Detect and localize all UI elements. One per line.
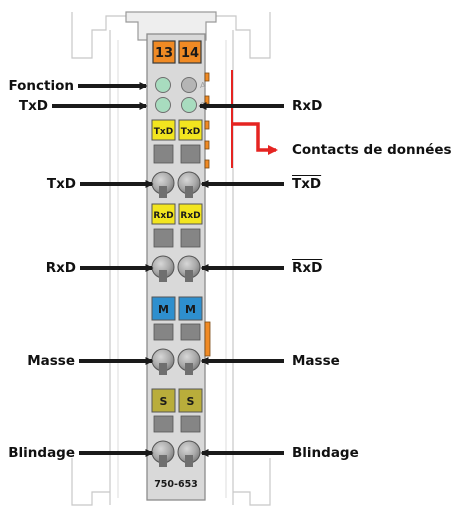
label-shield-right: Blindage <box>292 445 359 461</box>
label-rxd-inverted: RxD <box>292 260 323 276</box>
label-txd-inverted: TxD <box>292 176 322 192</box>
label-ground-left: Masse <box>27 353 75 369</box>
left-arrows <box>52 82 154 457</box>
led-function <box>155 77 171 93</box>
shield-marker-label-1: S <box>160 395 168 408</box>
label-txd-led: TxD <box>18 98 48 114</box>
txd-marker-2: TxD <box>181 127 200 137</box>
shield-marker-1 <box>151 388 176 413</box>
masse-release-slot-2 <box>180 323 201 341</box>
txd-marker-1: TxD <box>154 127 173 137</box>
led-rxd <box>181 97 197 113</box>
txd-release-slot-1 <box>153 144 174 164</box>
label-data-contacts: Contacts de données <box>292 142 452 158</box>
rxd-release-slot-1 <box>153 228 174 248</box>
masse-release-slot-1 <box>153 323 174 341</box>
label-txd: TxD <box>46 176 76 192</box>
shield-marker-label-2: S <box>187 395 195 408</box>
right-arrows <box>198 102 284 457</box>
label-shield-left: Blindage <box>8 445 75 461</box>
data-contacts-indicator <box>231 70 278 168</box>
label-ground-right: Masse <box>292 353 340 369</box>
masse-marker-label-2: M <box>185 303 196 316</box>
rxd-marker-1: RxD <box>153 211 173 221</box>
rxd-release-slot-2 <box>180 228 201 248</box>
label-rxd-led: RxD <box>292 98 323 114</box>
label-function: Fonction <box>8 78 74 94</box>
shield-marker-2 <box>178 388 203 413</box>
module-model-number: 750-653 <box>154 479 198 490</box>
masse-marker-label-1: M <box>158 303 169 316</box>
led-txd <box>155 97 171 113</box>
shield-release-slot-1 <box>153 415 174 433</box>
rxd-marker-2: RxD <box>180 211 200 221</box>
screw-terminals-txd <box>151 171 201 198</box>
power-jumper-contact <box>204 321 211 357</box>
screw-terminals-masse <box>151 348 201 375</box>
rxd-marker-row <box>151 203 203 225</box>
led-status-grey <box>181 77 197 93</box>
screw-terminals-rxd <box>151 255 201 282</box>
module-top-clip <box>125 11 217 41</box>
txd-marker-row <box>151 119 203 141</box>
masse-marker-1 <box>151 296 176 321</box>
led-label-a: A <box>200 81 206 90</box>
label-rxd: RxD <box>45 260 76 276</box>
txd-release-slot-2 <box>180 144 201 164</box>
terminal-13-label: 13 <box>155 46 173 61</box>
data-contacts <box>204 72 210 169</box>
terminal-13-box <box>152 40 176 64</box>
terminal-14-label: 14 <box>181 46 199 61</box>
terminal-14-box <box>178 40 202 64</box>
shield-release-slot-2 <box>180 415 201 433</box>
masse-marker-2 <box>178 296 203 321</box>
